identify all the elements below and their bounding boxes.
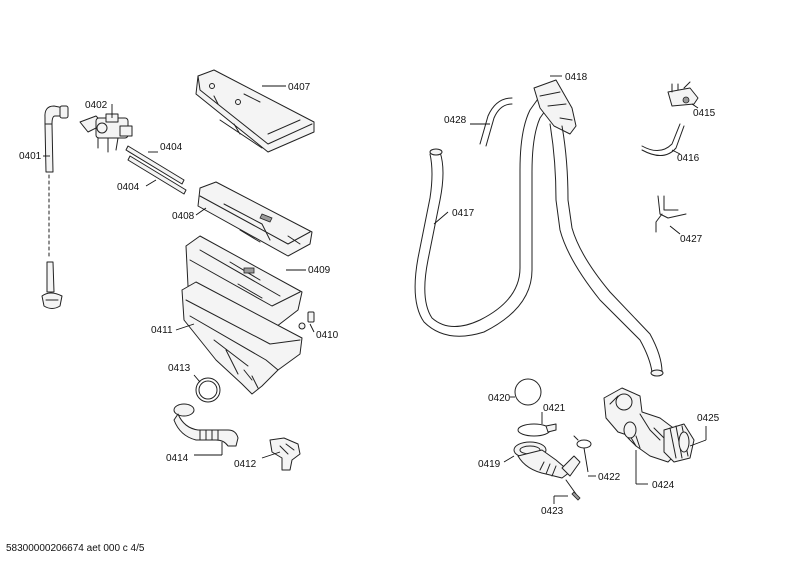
part-0420-ring	[514, 378, 542, 406]
label-0404a: 0404	[160, 142, 183, 153]
part-0424-drain-pump	[603, 387, 681, 463]
label-0413: 0413	[168, 363, 191, 374]
part-0401-inlet-pipe	[41, 105, 69, 309]
part-0423-screw	[565, 479, 581, 501]
label-0402: 0402	[85, 100, 108, 111]
label-0425: 0425	[697, 413, 720, 424]
part-0413-seal-ring	[195, 377, 221, 403]
leader-0417	[433, 211, 449, 225]
leader-0415	[691, 103, 699, 109]
label-0427: 0427	[680, 234, 703, 245]
label-0407: 0407	[288, 82, 311, 93]
label-0414: 0414	[166, 453, 189, 464]
leader-0419	[503, 455, 515, 463]
label-0422: 0422	[598, 472, 621, 483]
part-0412-elbow	[269, 437, 301, 471]
part-0402-inlet-valve	[79, 113, 133, 153]
label-0421: 0421	[543, 403, 566, 414]
part-0428-small-hose	[479, 97, 513, 147]
leader-0404b	[145, 179, 157, 187]
label-0401: 0401	[19, 151, 42, 162]
label-0416: 0416	[677, 153, 700, 164]
label-0424: 0424	[652, 480, 675, 491]
label-0409: 0409	[308, 265, 331, 276]
document-footer-code: 58300000206674 aet 000 c 4/5	[6, 543, 145, 554]
leader-0410	[309, 323, 315, 333]
label-0412: 0412	[234, 459, 257, 470]
label-0410: 0410	[316, 330, 339, 341]
leader-0408	[195, 207, 207, 216]
label-0418: 0418	[565, 72, 588, 83]
part-0407-drawer-cover	[195, 69, 315, 153]
part-0415-pressure-switch	[667, 81, 699, 107]
part-0419-sump-hose	[513, 441, 581, 479]
part-0408-drawer-insert	[197, 181, 313, 257]
part-0416-pressure-hose	[641, 123, 685, 156]
part-0422-small-clamp	[573, 435, 592, 449]
part-0410-screws	[298, 311, 315, 330]
leader-0411	[175, 323, 195, 331]
part-0418-drain-hose	[414, 79, 664, 377]
label-0404b: 0404	[117, 182, 140, 193]
part-0404-hoses	[125, 145, 187, 195]
part-0411-dispenser-shell	[181, 281, 303, 395]
leader-0413	[193, 374, 201, 383]
label-0411: 0411	[151, 325, 173, 336]
label-0423: 0423	[541, 506, 564, 517]
label-0419: 0419	[478, 459, 501, 470]
label-0415: 0415	[693, 108, 716, 119]
part-0414-bellows-hose	[173, 403, 239, 447]
leader-0422	[583, 447, 589, 473]
leader-0427	[669, 225, 681, 235]
leader-0425	[689, 439, 707, 447]
label-0408: 0408	[172, 211, 195, 222]
label-0428: 0428	[444, 115, 467, 126]
label-0417: 0417	[452, 208, 475, 219]
leader-0416	[671, 149, 681, 155]
part-0421-hose-clamp	[517, 423, 557, 437]
label-0420: 0420	[488, 393, 511, 404]
leader-0412	[261, 451, 281, 459]
part-0427-clip	[655, 195, 687, 233]
part-0425-bellows-pipe	[663, 423, 695, 463]
